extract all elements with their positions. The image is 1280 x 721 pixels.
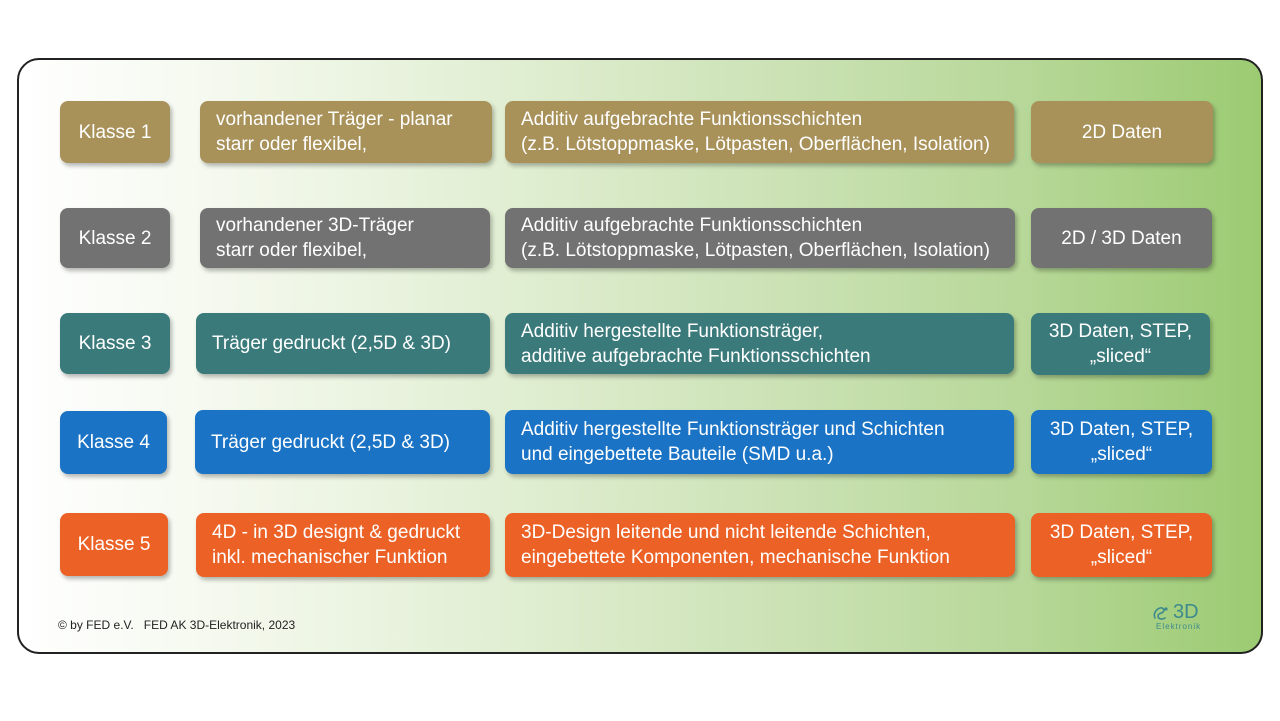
row-2-funktion-line-1: Additiv aufgebrachte Funktionsschichten	[521, 215, 863, 236]
row-5-daten-line-1: 3D Daten, STEP,	[1049, 522, 1194, 543]
row-3-daten: 3D Daten, STEP, „sliced“	[1031, 313, 1210, 375]
row-2-daten: 2D / 3D Daten	[1031, 208, 1212, 268]
row-1-klasse: Klasse 1	[60, 101, 170, 163]
row-5-daten-line-2: „sliced“	[1090, 547, 1153, 568]
row-5-traeger: 4D - in 3D designt & gedruckt inkl. mech…	[196, 513, 490, 577]
row-2-daten-line-1: 2D / 3D Daten	[1061, 227, 1182, 249]
row-2-traeger-line-2: starr oder flexibel,	[216, 240, 368, 261]
row-3-traeger-line-1: Träger gedruckt (2,5D & 3D)	[212, 333, 451, 354]
row-1-daten: 2D Daten	[1031, 101, 1213, 163]
row-4-klasse-label: Klasse 4	[77, 432, 150, 453]
row-5-klasse-label: Klasse 5	[77, 534, 151, 555]
row-2-klasse-label: Klasse 2	[78, 227, 152, 249]
row-5-funktion-line-1: 3D-Design leitende und nicht leitende Sc…	[521, 522, 931, 543]
row-4-daten-line-2: „sliced“	[1090, 444, 1153, 465]
row-4-daten-line-1: 3D Daten, STEP,	[1049, 419, 1194, 440]
row-3-daten-line-2: „sliced“	[1089, 346, 1152, 367]
row-5-klasse: Klasse 5	[60, 513, 168, 576]
row-4-traeger-line-1: Träger gedruckt (2,5D & 3D)	[211, 431, 450, 453]
row-1-traeger-line-2: starr oder flexibel,	[216, 134, 368, 155]
row-3-daten-line-1: 3D Daten, STEP,	[1048, 321, 1193, 342]
logo-3d-text: 3D	[1173, 601, 1199, 623]
row-3-funktion-line-2: additive aufgebrachte Funktionsschichten	[521, 345, 871, 367]
row-1-traeger: vorhandener Träger - planar starr oder f…	[200, 101, 492, 163]
row-1-funktion-line-1: Additiv aufgebrachte Funktionsschichten	[521, 109, 863, 130]
row-2-funktion-line-2: (z.B. Lötstoppmaske, Lötpasten, Oberfläc…	[521, 240, 990, 261]
3d-elektronik-logo: 3D Elektronik	[1152, 601, 1208, 635]
row-3-funktion-line-1: Additiv hergestellte Funktionsträger,	[521, 320, 824, 342]
row-1-funktion: Additiv aufgebrachte Funktionsschichten …	[505, 101, 1014, 163]
row-4-klasse: Klasse 4	[60, 411, 167, 474]
row-4-traeger: Träger gedruckt (2,5D & 3D)	[195, 410, 490, 474]
row-4-funktion-line-2: und eingebettete Bauteile (SMD u.a.)	[521, 444, 834, 465]
row-1-klasse-label: Klasse 1	[78, 121, 152, 143]
row-5-funktion-line-2: eingebettete Komponenten, mechanische Fu…	[521, 547, 950, 568]
row-5-traeger-line-1: 4D - in 3D designt & gedruckt	[212, 522, 461, 543]
3d-elektronik-logo-icon	[1153, 607, 1168, 620]
row-4-funktion-line-1: Additiv hergestellte Funktionsträger und…	[521, 419, 945, 440]
row-1-daten-line-1: 2D Daten	[1081, 121, 1163, 143]
copyright-footer: © by FED e.V. FED AK 3D-Elektronik, 2023	[58, 618, 296, 632]
row-3-traeger: Träger gedruckt (2,5D & 3D)	[196, 313, 490, 374]
row-3-klasse-label: Klasse 3	[78, 333, 152, 354]
row-5-daten: 3D Daten, STEP, „sliced“	[1031, 513, 1212, 577]
row-2-funktion: Additiv aufgebrachte Funktionsschichten …	[505, 208, 1015, 268]
row-1-funktion-line-2: (z.B. Lötstoppmaske, Lötpasten, Oberfläc…	[521, 134, 990, 155]
row-4-daten: 3D Daten, STEP, „sliced“	[1031, 410, 1212, 474]
row-4-funktion: Additiv hergestellte Funktionsträger und…	[505, 410, 1014, 474]
row-2-klasse: Klasse 2	[60, 208, 170, 268]
row-3-funktion: Additiv hergestellte Funktionsträger, ad…	[505, 313, 1014, 374]
logo-elektronik-text: Elektronik	[1156, 622, 1202, 631]
row-3-klasse: Klasse 3	[60, 313, 170, 374]
row-2-traeger: vorhandener 3D-Träger starr oder flexibe…	[200, 208, 490, 268]
row-2-traeger-line-1: vorhandener 3D-Träger	[216, 215, 414, 236]
row-5-traeger-line-2: inkl. mechanischer Funktion	[212, 547, 448, 568]
row-5-funktion: 3D-Design leitende und nicht leitende Sc…	[505, 513, 1015, 577]
row-1-traeger-line-1: vorhandener Träger - planar	[216, 109, 453, 130]
